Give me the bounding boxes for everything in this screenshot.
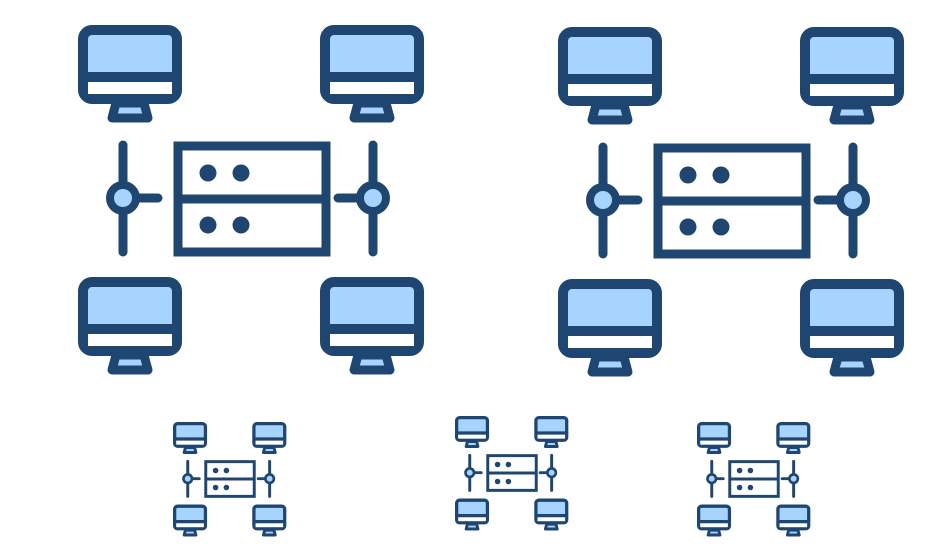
network-server-icon — [455, 416, 569, 530]
network-server-icon — [697, 422, 811, 536]
network-server-icon — [558, 27, 906, 375]
network-server-icon — [173, 422, 287, 536]
network-server-icon — [78, 25, 426, 373]
